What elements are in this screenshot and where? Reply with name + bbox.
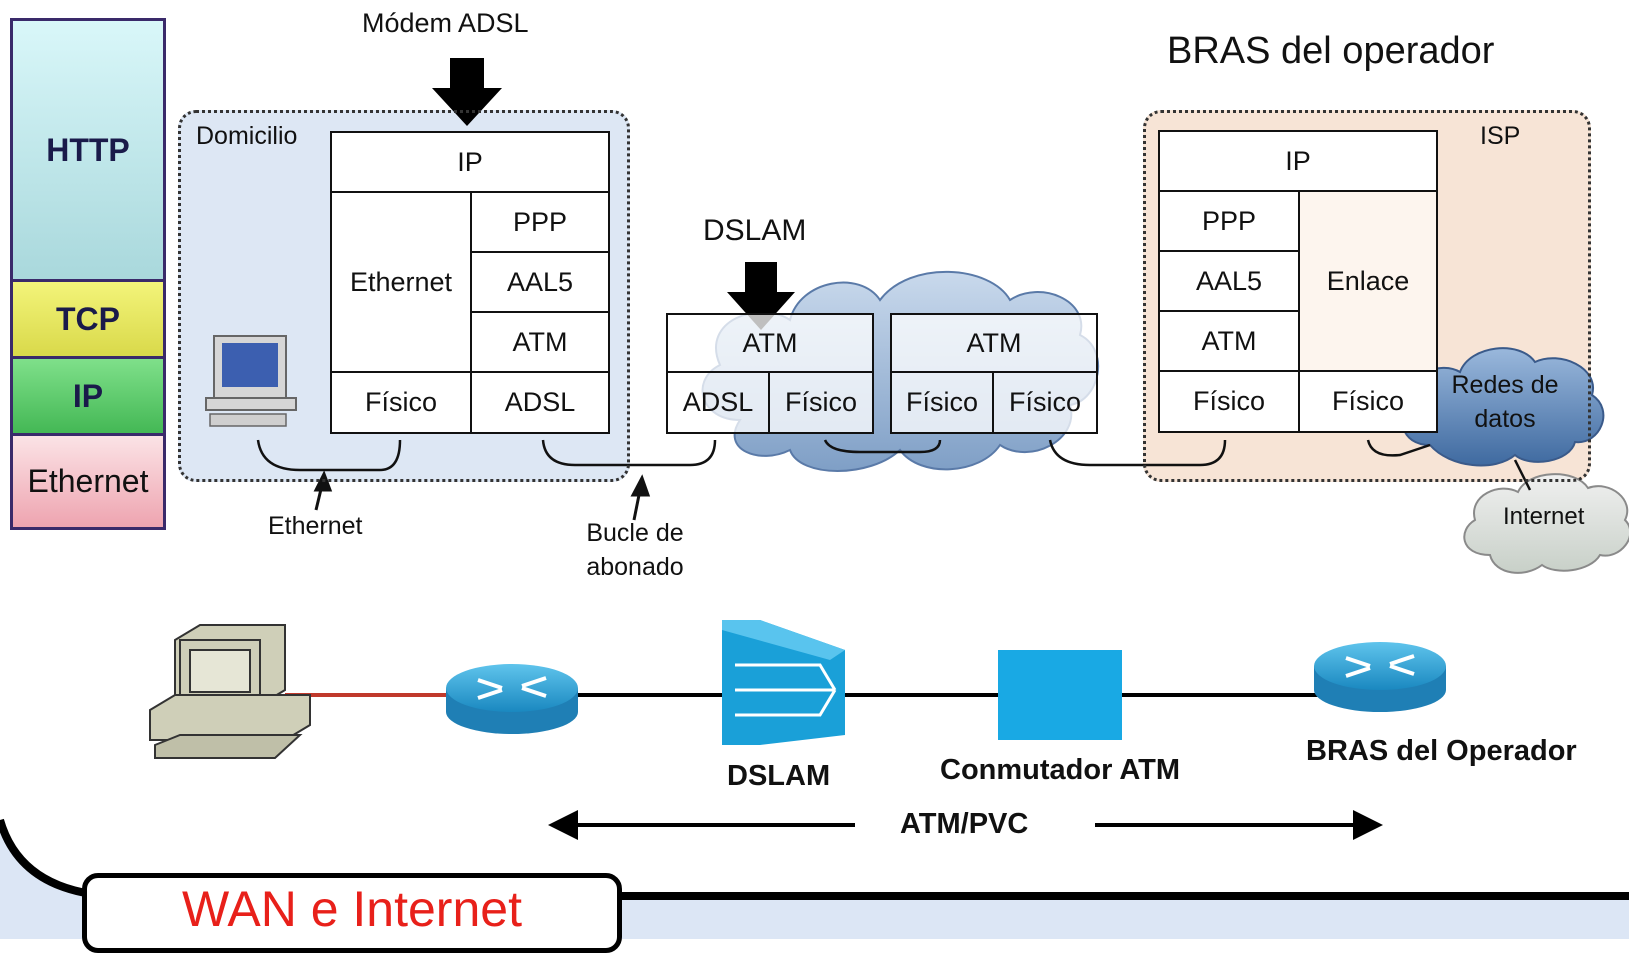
- dslam-adsl-cell: ADSL: [666, 371, 770, 434]
- atm-switch-icon: [998, 650, 1122, 740]
- stack-layer-http: HTTP: [13, 21, 163, 279]
- internet-label: Internet: [1503, 503, 1585, 530]
- switch-atm-cell: ATM: [890, 313, 1098, 373]
- dslam-fisico-cell: Físico: [768, 371, 874, 434]
- home-ppp-cell: PPP: [470, 191, 610, 253]
- isp-region-label: ISP: [1480, 122, 1521, 150]
- dslam-atm-cell: ATM: [666, 313, 874, 373]
- internet-cloud: [1463, 473, 1629, 574]
- router-bras-icon: [1314, 642, 1446, 712]
- bucle-label: Bucle de abonado: [586, 519, 684, 581]
- topology-switch-label: Conmutador ATM: [940, 754, 1181, 786]
- isp-enlace-cell: Enlace: [1298, 190, 1438, 372]
- switch-fisico1-cell: Físico: [890, 371, 994, 434]
- pc-bottom-icon: [149, 624, 311, 759]
- home-atm-cell: ATM: [470, 311, 610, 373]
- dslam-label: DSLAM: [703, 214, 807, 247]
- home-ethernet-cell: Ethernet: [330, 191, 472, 373]
- isp-fisico1-cell: Físico: [1158, 370, 1300, 433]
- topology-span-label: ATM/PVC: [900, 808, 1029, 840]
- isp-region: [1143, 110, 1591, 482]
- isp-fisico2-cell: Físico: [1298, 370, 1438, 433]
- redes-label: Redes de datos: [1451, 371, 1559, 433]
- modem-label: Módem ADSL: [362, 8, 529, 38]
- computer-top-icon: [205, 335, 297, 427]
- stack-layer-ip: IP: [13, 359, 163, 433]
- dslam-device-icon: [722, 620, 845, 745]
- home-region-label: Domicilio: [196, 122, 298, 150]
- isp-ppp-cell: PPP: [1158, 190, 1300, 252]
- footer-title: WAN e Internet: [182, 881, 522, 937]
- home-aal5-cell: AAL5: [470, 251, 610, 313]
- home-fisico-cell: Físico: [330, 371, 472, 434]
- stack-layer-tcp: TCP: [13, 282, 163, 356]
- protocol-stack: HTTP TCP IP Ethernet: [10, 18, 166, 530]
- router-home-icon: [446, 664, 578, 734]
- home-ip-cell: IP: [330, 131, 610, 193]
- switch-fisico2-cell: Físico: [992, 371, 1098, 434]
- ethernet-link-label: Ethernet: [268, 512, 363, 540]
- topology-dslam-label: DSLAM: [727, 760, 831, 792]
- isp-ip-cell: IP: [1158, 130, 1438, 192]
- dslam-arrow: [727, 262, 795, 330]
- home-adsl-cell: ADSL: [470, 371, 610, 434]
- home-region: [178, 110, 630, 482]
- stack-layer-ethernet: Ethernet: [13, 436, 163, 527]
- isp-atm-cell: ATM: [1158, 310, 1300, 372]
- bras-title: BRAS del operador: [1167, 30, 1495, 72]
- topology-bras-label: BRAS del Operador: [1306, 735, 1577, 767]
- isp-aal5-cell: AAL5: [1158, 250, 1300, 312]
- modem-arrow: [432, 58, 502, 126]
